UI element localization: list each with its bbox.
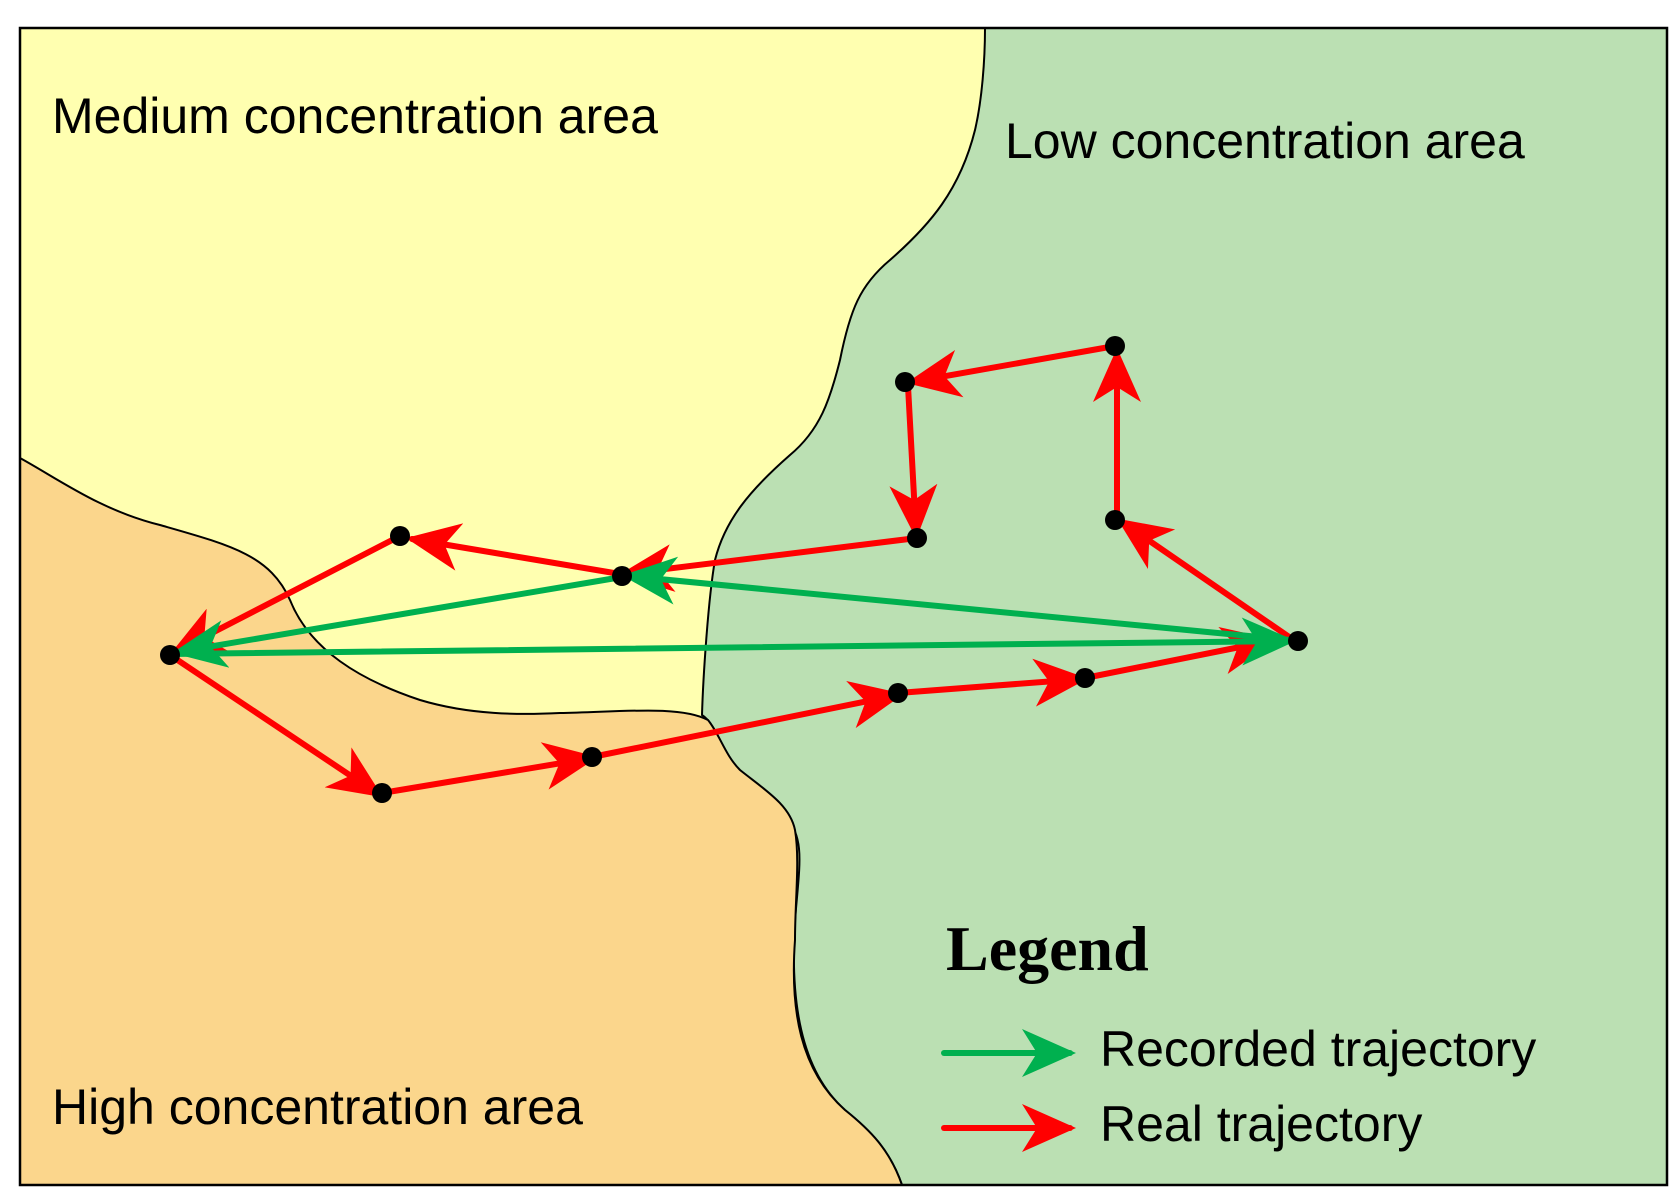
- trajectory-node: [390, 526, 410, 546]
- legend-title: Legend: [946, 913, 1149, 984]
- trajectory-node: [1288, 631, 1308, 651]
- trajectory-node: [1105, 510, 1125, 530]
- trajectory-nodes: [160, 336, 1308, 803]
- recorded-trajectory: [167, 556, 1296, 668]
- trajectory-node: [160, 645, 180, 665]
- low-concentration-region: [700, 27, 1668, 1186]
- legend-recorded-label: Recorded trajectory: [1100, 1021, 1536, 1077]
- real-edge: [906, 343, 1118, 398]
- recorded-edge: [167, 617, 1296, 666]
- trajectory-node: [907, 528, 927, 548]
- medium-area-label: Medium concentration area: [52, 88, 658, 144]
- trajectory-node: [1075, 668, 1095, 688]
- real-trajectory: [167, 343, 1298, 798]
- diagram-border: [18, 26, 1669, 1187]
- legend: Legend Recorded trajectory Real trajecto…: [941, 913, 1536, 1152]
- real-edge: [889, 383, 938, 539]
- real-edge: [1082, 626, 1276, 681]
- legend-real-label: Real trajectory: [1100, 1096, 1422, 1152]
- recorded-edge: [622, 556, 1293, 643]
- trajectory-node: [888, 683, 908, 703]
- real-edge: [589, 681, 904, 760]
- real-edge: [167, 652, 383, 798]
- trajectory-node: [895, 372, 915, 392]
- high-area-label: High concentration area: [52, 1079, 583, 1135]
- real-edge: [379, 742, 598, 796]
- low-area-label: Low concentration area: [1005, 113, 1525, 169]
- trajectory-node: [612, 566, 632, 586]
- trajectory-node: [1105, 336, 1125, 356]
- trajectory-node: [372, 783, 392, 803]
- real-edge: [406, 523, 623, 577]
- trajectory-node: [582, 747, 602, 767]
- recorded-edge: [172, 574, 625, 668]
- real-edge: [895, 658, 1088, 707]
